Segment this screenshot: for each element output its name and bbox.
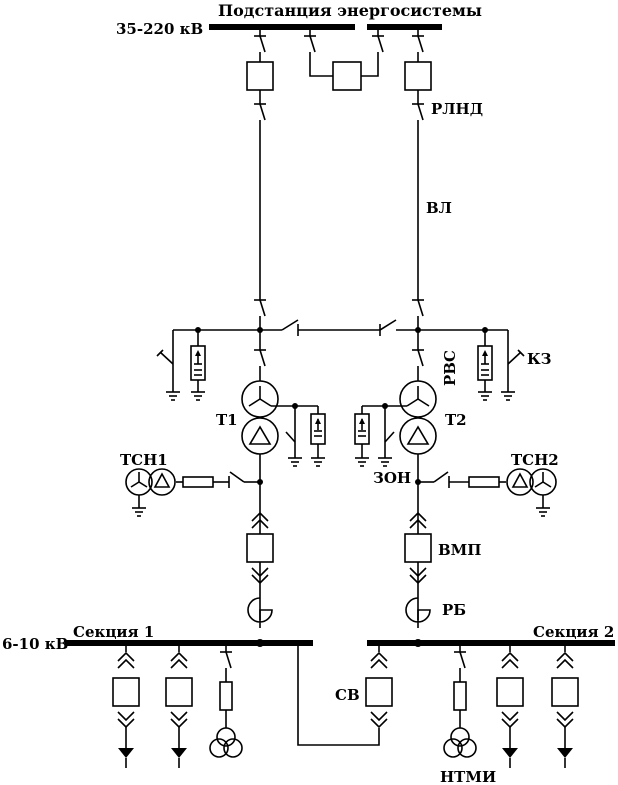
aux-transformer-tsn1	[125, 468, 263, 517]
feeder-1-breaker	[112, 677, 140, 707]
right-arrester-branch	[418, 327, 508, 401]
t1-hv-disconnector	[254, 349, 266, 381]
lv-busbar-section-2	[367, 639, 615, 647]
voltage-transformer-label: НТМИ	[440, 768, 496, 785]
reactor-label: РБ	[442, 601, 466, 619]
hv-entry-left	[254, 299, 266, 350]
t2-neutral-equipment	[354, 403, 407, 467]
feeder-4-breaker	[551, 677, 579, 707]
left-short-circuiter	[156, 330, 180, 401]
hv-left-feeder	[246, 24, 274, 300]
transformer-2-label: Т2	[445, 411, 467, 429]
short-circuiter-label: КЗ	[527, 350, 551, 368]
tsn2-fuse	[468, 476, 500, 488]
t2-reactor	[405, 597, 431, 628]
hv-right-breaker	[404, 61, 432, 91]
aux-transformer-tsn2	[415, 468, 557, 517]
left-arrester-branch	[173, 327, 260, 401]
breaker-label: ВМП	[438, 541, 481, 559]
hv-coupler-breaker	[332, 61, 362, 91]
transformer-1-label: Т1	[216, 411, 238, 429]
feeder-3	[496, 640, 524, 768]
lv-busbar-section-1	[65, 639, 313, 647]
surge-arrester-label: РВС	[441, 350, 459, 386]
overhead-line-label: ВЛ	[426, 199, 452, 217]
feeder-2	[165, 640, 193, 768]
aux-transformer-2-label: ТСН2	[511, 451, 559, 469]
feeder-2-breaker	[165, 677, 193, 707]
transformer-t1	[241, 380, 279, 620]
tsn1-fuse	[182, 476, 214, 488]
disconnector-label: РЛНД	[431, 100, 483, 118]
hv-left-breaker	[246, 61, 274, 91]
t2-input-cubicle	[404, 511, 432, 628]
voltage-transformer-section-1	[209, 640, 243, 758]
lv-bus-coupler	[295, 640, 393, 746]
section-1-label: Секция 1	[73, 623, 154, 641]
feeder-1	[112, 640, 140, 768]
t1-input-breaker	[246, 533, 274, 563]
substation-title: Подстанция энергосистемы	[218, 1, 482, 20]
t1-reactor	[247, 597, 273, 628]
hv-voltage-label: 35-220 кВ	[116, 20, 203, 38]
voltage-transformer-section-2	[443, 640, 477, 758]
neutral-disconnector-label: ЗОН	[373, 469, 411, 487]
t2-input-breaker	[404, 533, 432, 563]
t1-neutral-equipment	[271, 403, 326, 467]
transformer-t2	[399, 380, 437, 620]
hv-right-feeder	[404, 24, 432, 300]
bridge-jumper	[260, 319, 418, 336]
t2-hv-disconnector	[412, 349, 424, 381]
bus-coupler-label: СВ	[335, 686, 360, 704]
hv-entry-right	[412, 299, 424, 350]
t1-input-cubicle	[246, 511, 274, 628]
lv-voltage-label: 6-10 кВ	[2, 635, 68, 653]
feeder-4	[551, 640, 579, 768]
feeder-3-breaker	[496, 677, 524, 707]
right-short-circuiter	[501, 330, 525, 401]
hv-bus-coupler	[304, 24, 384, 91]
lv-coupler-breaker	[365, 677, 393, 707]
aux-transformer-1-label: ТСН1	[120, 451, 168, 469]
section-2-label: Секция 2	[533, 623, 614, 641]
